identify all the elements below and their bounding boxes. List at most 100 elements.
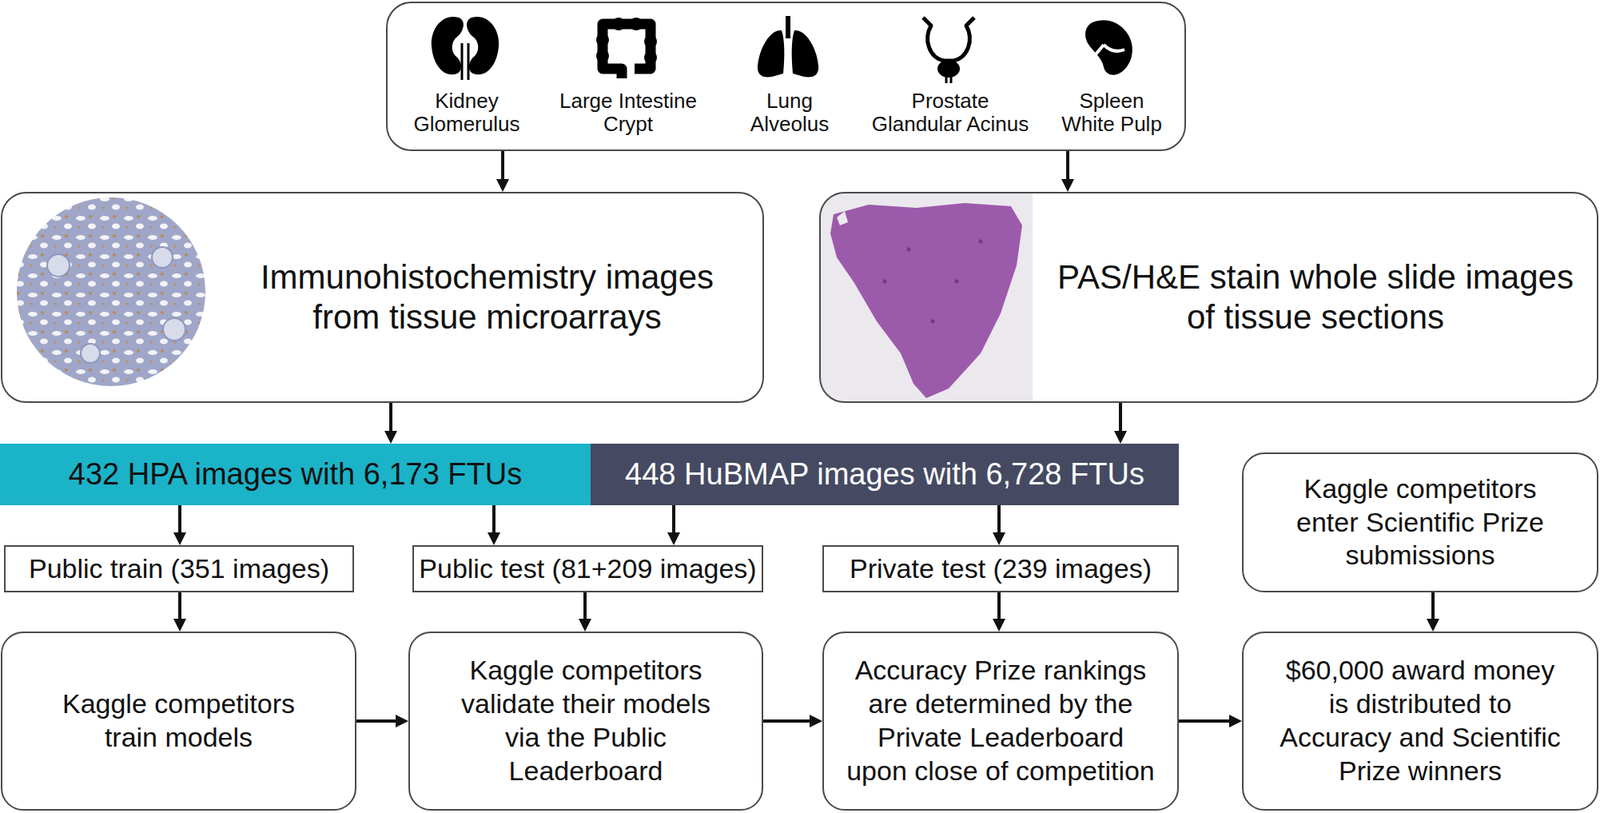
glomerulus bbox=[163, 318, 186, 341]
glomerulus bbox=[47, 254, 70, 277]
arrow-line bbox=[583, 592, 587, 621]
arrow-head bbox=[809, 714, 823, 728]
node-label: 432 HPA images with 6,173 FTUs bbox=[68, 456, 522, 494]
arrow-head bbox=[496, 179, 510, 192]
node-label: Public train (351 images) bbox=[28, 552, 330, 586]
intestine-icon bbox=[596, 17, 657, 79]
arrow-line bbox=[178, 592, 182, 621]
arrow-line bbox=[997, 592, 1001, 621]
tissue-section bbox=[830, 202, 1023, 399]
tissue-dot bbox=[955, 279, 960, 284]
spleen-shape bbox=[1085, 19, 1133, 76]
tissue-dot bbox=[883, 279, 888, 284]
kidney-icon bbox=[431, 16, 499, 80]
node-label: PAS/H&E stain whole slide images of tiss… bbox=[1043, 257, 1588, 339]
organ-label: Lung Alveolus bbox=[741, 89, 838, 136]
dataset-bar: 448 HuBMAP images with 6,728 FTUs bbox=[590, 443, 1179, 506]
lung-lobe bbox=[792, 30, 819, 78]
arrow-head bbox=[1229, 714, 1242, 728]
tissue-dot bbox=[931, 319, 936, 324]
arrow-head bbox=[395, 714, 409, 728]
tissue-dot bbox=[907, 247, 912, 252]
process-box: Kaggle competitors enter Scientific Priz… bbox=[1241, 452, 1599, 593]
lung-icon bbox=[757, 15, 819, 77]
intestine-bump bbox=[612, 17, 625, 31]
arrow-line bbox=[1118, 402, 1123, 433]
node-label: Accuracy Prize rankings are determined b… bbox=[845, 653, 1157, 788]
node-label: 448 HuBMAP images with 6,728 FTUs bbox=[624, 456, 1145, 494]
split-box: Public train (351 images) bbox=[3, 545, 355, 593]
intestine-bump bbox=[629, 17, 643, 31]
node-label: Kaggle competitors enter Scientific Priz… bbox=[1284, 472, 1557, 573]
trachea bbox=[785, 15, 791, 39]
kidney-shape bbox=[466, 16, 499, 75]
tissue-gap bbox=[836, 210, 848, 226]
flow-arrow bbox=[487, 505, 501, 546]
glomerulus bbox=[151, 246, 173, 268]
intestine-bump bbox=[644, 35, 657, 48]
flow-arrow bbox=[1061, 151, 1075, 192]
arrow-head bbox=[578, 618, 592, 632]
arrow-line bbox=[178, 505, 182, 534]
arrow-head bbox=[1426, 618, 1440, 632]
flow-arrow bbox=[1178, 714, 1242, 728]
arrow-head bbox=[384, 430, 398, 444]
arrow-head bbox=[1061, 179, 1075, 192]
source-box: PAS/H&E stain whole slide images of tiss… bbox=[819, 191, 1599, 403]
split-box: Private test (239 images) bbox=[822, 545, 1179, 593]
arrow-line bbox=[356, 719, 398, 723]
flow-arrow bbox=[1114, 402, 1127, 444]
flow-arrow bbox=[992, 505, 1006, 546]
flow-arrow bbox=[356, 714, 409, 728]
flow-arrow bbox=[578, 592, 592, 632]
organ-label: Large Intestine Crypt bbox=[548, 89, 709, 136]
node-label: Immunohistochemistry images from tissue … bbox=[257, 257, 717, 339]
intestine-bump bbox=[596, 33, 609, 47]
arrow-line bbox=[501, 151, 505, 181]
arrow-line bbox=[389, 402, 393, 433]
slide-image bbox=[820, 193, 1033, 402]
intestine-bump bbox=[596, 49, 609, 63]
flow-arrow bbox=[1426, 592, 1440, 632]
arrow-line bbox=[997, 505, 1001, 534]
prostate-icon bbox=[923, 17, 975, 84]
dataset-bar: 432 HPA images with 6,173 FTUs bbox=[0, 443, 591, 506]
ureter-line bbox=[461, 43, 469, 80]
node-label: $60,000 award money is distributed to Ac… bbox=[1276, 653, 1565, 788]
flow-arrow bbox=[667, 505, 681, 546]
node-label: Kaggle competitors train models bbox=[51, 687, 307, 755]
arrow-head bbox=[667, 532, 681, 546]
node-label: Private test (239 images) bbox=[849, 552, 1152, 586]
arrow-line bbox=[672, 505, 676, 534]
process-box: Kaggle competitors validate their models… bbox=[408, 631, 764, 811]
flow-arrow bbox=[173, 592, 187, 632]
arrow-head bbox=[173, 618, 187, 632]
spleen-icon bbox=[1085, 19, 1133, 76]
flow-arrow bbox=[992, 592, 1006, 632]
process-box: Kaggle competitors train models bbox=[0, 631, 357, 811]
flow-arrow bbox=[384, 402, 398, 444]
arrow-head bbox=[1114, 430, 1127, 444]
prostate-shape bbox=[937, 59, 960, 78]
arrow-line bbox=[763, 719, 812, 723]
source-box: Immunohistochemistry images from tissue … bbox=[0, 191, 765, 403]
process-box: $60,000 award money is distributed to Ac… bbox=[1241, 631, 1599, 811]
urethra-line bbox=[946, 75, 952, 84]
arrow-line bbox=[1431, 592, 1435, 621]
arrow-line bbox=[492, 505, 496, 534]
glomerulus bbox=[80, 343, 100, 363]
flow-arrow bbox=[763, 714, 823, 728]
flow-arrow bbox=[173, 505, 187, 546]
organ-label: Kidney Glomerulus bbox=[402, 89, 531, 136]
process-box: Accuracy Prize rankings are determined b… bbox=[822, 631, 1179, 811]
tma-image bbox=[2, 193, 210, 402]
slide-ground bbox=[820, 193, 1033, 402]
flow-arrow bbox=[496, 151, 510, 192]
node-label: Kaggle competitors validate their models… bbox=[453, 653, 718, 788]
arrow-head bbox=[992, 618, 1006, 632]
arrow-head bbox=[992, 532, 1006, 546]
arrow-line bbox=[1178, 719, 1231, 723]
arrow-line bbox=[1066, 151, 1070, 181]
spleen-vessel bbox=[1095, 44, 1125, 55]
